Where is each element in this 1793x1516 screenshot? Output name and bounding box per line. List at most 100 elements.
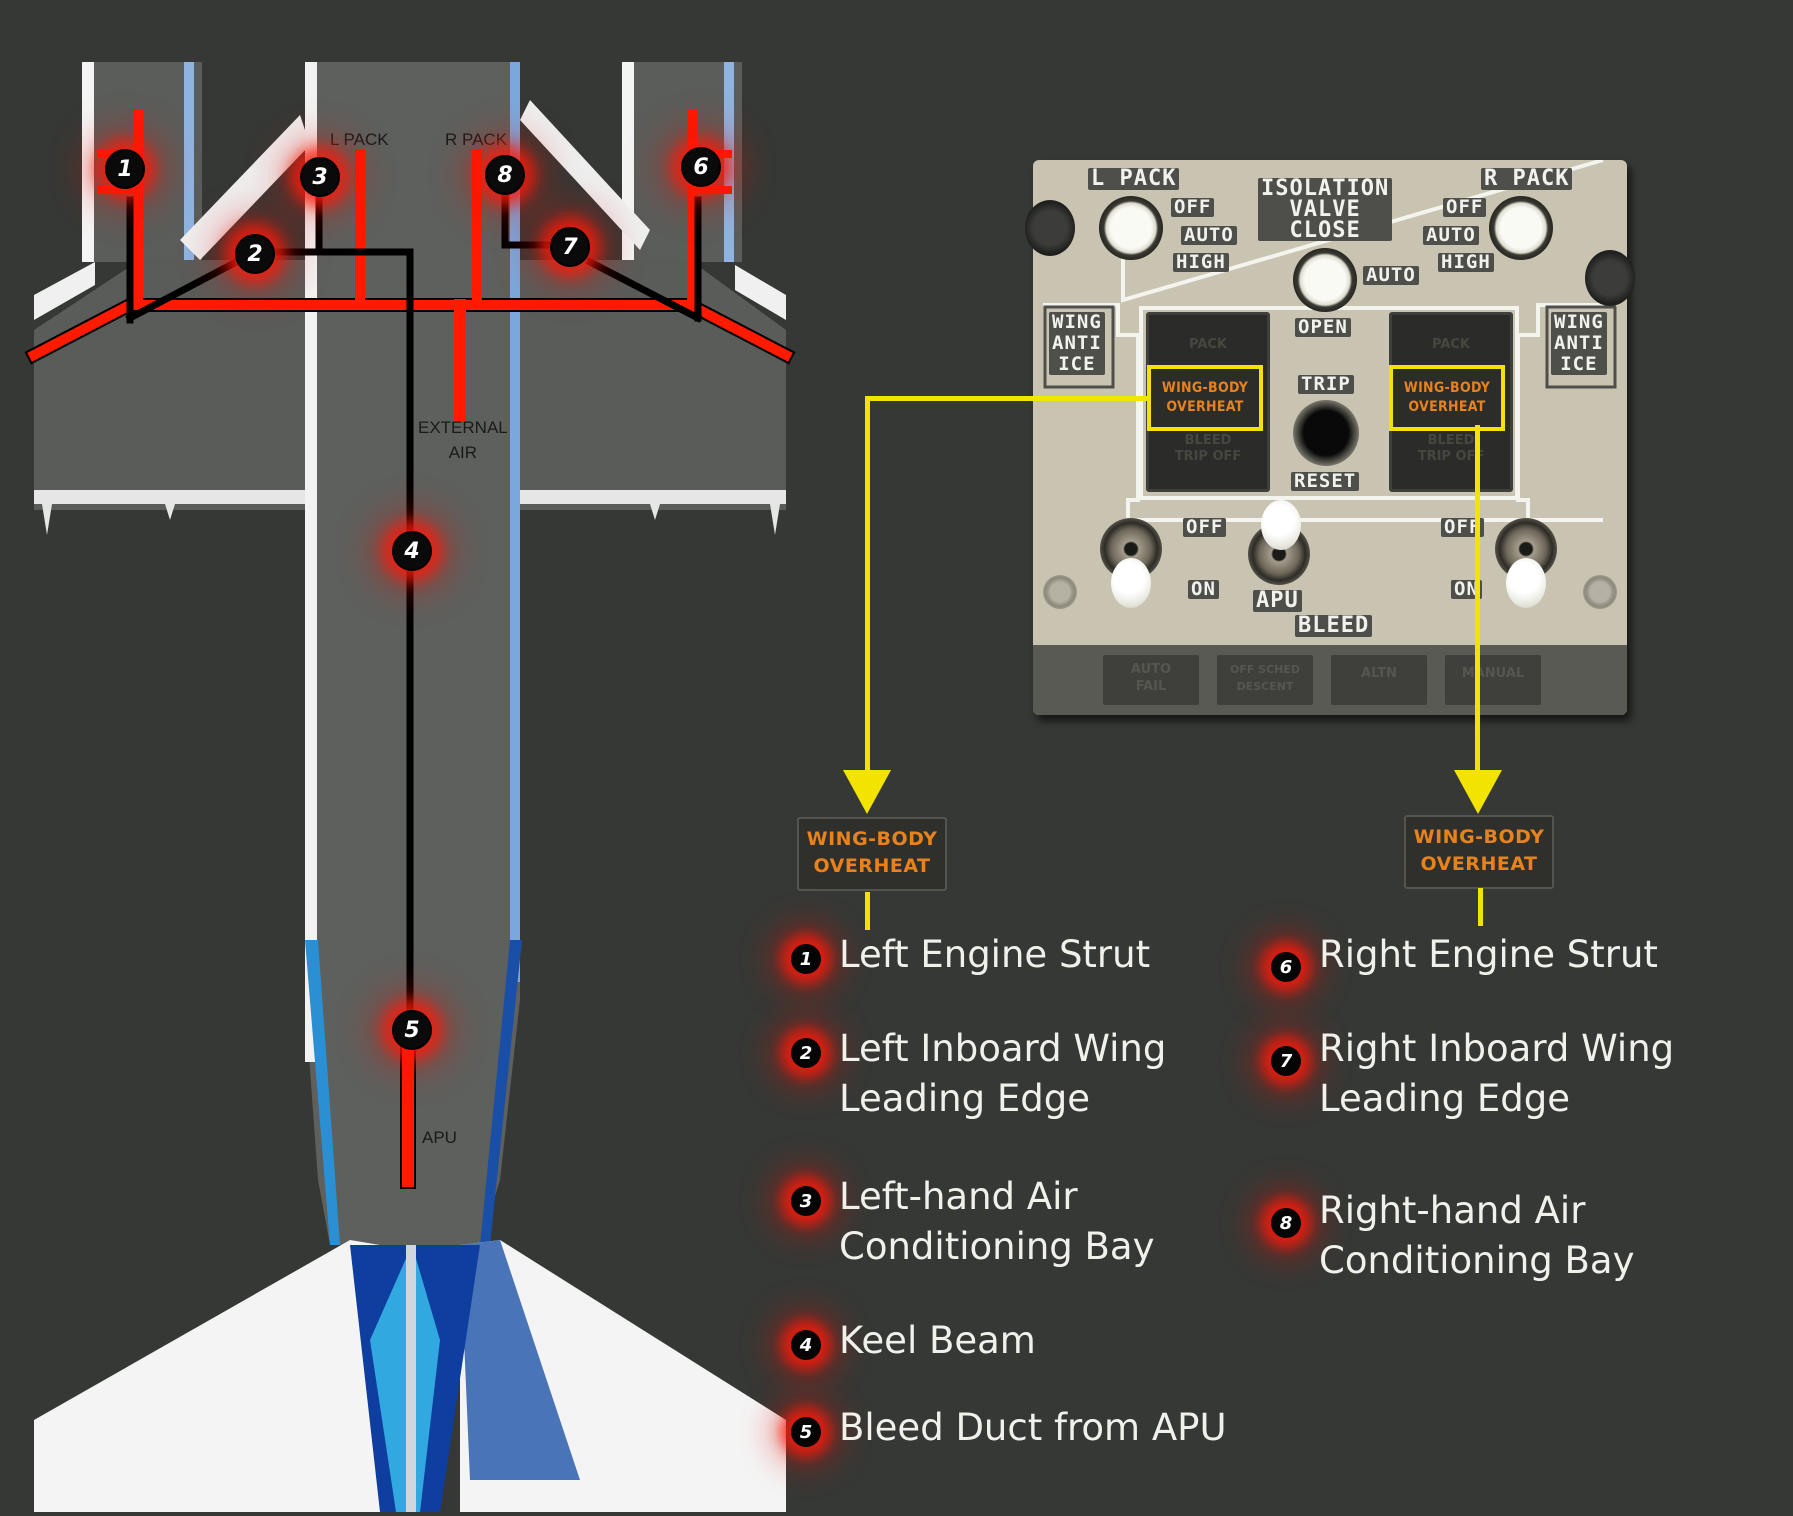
right-callout-line-vertical [1475, 425, 1480, 775]
zone-marker-3: 3 [300, 157, 340, 197]
isolation-open-label: OPEN [1295, 318, 1351, 337]
right-bleed-trip-off-light: BLEED TRIP OFF [1417, 433, 1485, 464]
legend-item-5: 5 Bleed Duct from APU [791, 1403, 1227, 1453]
legend-number-1: 1 [791, 944, 821, 974]
left-callout-line-horizontal [865, 396, 1147, 401]
left-wing-body-overheat-light: WING-BODY OVERHEAT [1147, 365, 1263, 431]
r-pack-duct-label: R PACK [445, 130, 508, 149]
r-pack-auto-label: AUTO [1423, 226, 1479, 245]
zone-marker-6: 6 [681, 147, 721, 187]
l-pack-duct-label: L PACK [330, 130, 389, 149]
legend-item-7: 7 Right Inboard Wing Leading Edge [1271, 1024, 1674, 1124]
r-pack-switch[interactable] [1489, 196, 1553, 260]
isolation-auto-label: AUTO [1363, 266, 1419, 285]
off-sched-descent-light: OFF SCHED DESCENT [1217, 655, 1313, 705]
panel-screw [1043, 575, 1077, 609]
legend-number-5: 5 [791, 1417, 821, 1447]
right-wing-anti-ice-label: WING ANTI ICE [1551, 312, 1607, 375]
legend-number-2: 2 [791, 1038, 821, 1068]
left-callout-arrow [843, 770, 891, 814]
panel-screw [1583, 575, 1617, 609]
bleed-duct-network [24, 109, 796, 1189]
r-pack-off-label: OFF [1443, 198, 1487, 217]
panel-outline-lines [1043, 160, 1617, 522]
external-air-label: EXTERNAL AIR [418, 418, 508, 462]
pressurization-annunciator-strip: AUTO FAIL OFF SCHED DESCENT ALTN MANUAL [1033, 645, 1627, 715]
apu-bleed-toggle[interactable] [1261, 500, 1301, 550]
left-warning-line2: OVERHEAT [813, 855, 931, 877]
apu-label: APU [1253, 590, 1302, 612]
left-wing-body-overheat-indicator: WING-BODY OVERHEAT [797, 817, 947, 891]
legend-number-7: 7 [1271, 1046, 1301, 1076]
legend-item-6: 6 Right Engine Strut [1271, 930, 1658, 982]
apu-duct-label: APU [422, 1128, 457, 1147]
panel-mount-knob [1025, 200, 1075, 256]
manual-light: MANUAL [1445, 655, 1541, 705]
zone-marker-4: 4 [392, 531, 432, 571]
right-warning-line1: WING-BODY [1413, 826, 1545, 848]
eng2-bleed-on-label: ON [1451, 580, 1482, 599]
legend-text-7: Right Inboard Wing Leading Edge [1319, 1027, 1675, 1120]
l-pack-auto-label: AUTO [1181, 226, 1237, 245]
right-warning-line2: OVERHEAT [1420, 853, 1538, 875]
trip-label: TRIP [1298, 375, 1354, 394]
legend-text-3: Left-hand Air Conditioning Bay [839, 1175, 1155, 1268]
legend-text-1: Left Engine Strut [839, 933, 1151, 976]
l-pack-off-label: OFF [1171, 198, 1215, 217]
right-indicator-connector [1478, 888, 1483, 926]
legend-text-5: Bleed Duct from APU [839, 1406, 1227, 1449]
auto-fail-light: AUTO FAIL [1103, 655, 1199, 705]
legend-text-2: Left Inboard Wing Leading Edge [839, 1027, 1167, 1120]
legend-item-2: 2 Left Inboard Wing Leading Edge [791, 1024, 1166, 1124]
legend-number-4: 4 [791, 1330, 821, 1360]
right-pack-light: PACK [1431, 337, 1470, 352]
trip-reset-button[interactable] [1293, 400, 1359, 466]
left-pack-light: PACK [1188, 337, 1227, 352]
left-bleed-trip-off-light: BLEED TRIP OFF [1174, 433, 1242, 464]
r-pack-label: R PACK [1481, 168, 1573, 190]
legend-item-4: 4 Keel Beam [791, 1316, 1036, 1366]
zone-marker-5: 5 [392, 1010, 432, 1050]
left-stabilizer [34, 1240, 380, 1512]
legend-number-3: 3 [791, 1186, 821, 1216]
eng1-bleed-off-label: OFF [1183, 518, 1227, 537]
right-wing-body-overheat-indicator: WING-BODY OVERHEAT [1404, 815, 1554, 889]
legend-text-8: Right-hand Air Conditioning Bay [1319, 1189, 1635, 1282]
panel-mount-knob [1585, 250, 1635, 306]
isolation-valve-switch[interactable] [1293, 248, 1357, 312]
altn-light: ALTN [1331, 655, 1427, 705]
engine-2-bleed-toggle[interactable] [1506, 558, 1546, 608]
engine-1-bleed-toggle[interactable] [1111, 558, 1151, 608]
zone-marker-1: 1 [105, 149, 145, 189]
aircraft-diagram: L PACK R PACK EXTERNAL AIR APU 1 2 3 4 5… [0, 0, 800, 1512]
legend-number-8: 8 [1271, 1208, 1301, 1238]
wbo-line1: WING-BODY [1403, 380, 1491, 396]
l-pack-high-label: HIGH [1173, 253, 1229, 272]
left-warning-line1: WING-BODY [806, 828, 938, 850]
legend-number-6: 6 [1271, 952, 1301, 982]
aircraft-silhouette [24, 62, 796, 1512]
bleed-label: BLEED [1295, 615, 1373, 637]
r-pack-high-label: HIGH [1438, 253, 1494, 272]
wbo-line2: OVERHEAT [1408, 399, 1486, 415]
bleed-air-panel: L PACK R PACK ISOLATION VALVE CLOSE OFF … [1025, 160, 1635, 715]
zone-marker-2: 2 [235, 234, 275, 274]
left-indicator-connector [865, 892, 870, 930]
wbo-line1: WING-BODY [1161, 380, 1249, 396]
l-pack-switch[interactable] [1099, 196, 1163, 260]
legend-item-1: 1 Left Engine Strut [791, 930, 1150, 980]
right-callout-arrow [1454, 770, 1502, 814]
wbo-line2: OVERHEAT [1166, 399, 1244, 415]
legend-item-3: 3 Left-hand Air Conditioning Bay [791, 1172, 1155, 1272]
legend-text-4: Keel Beam [839, 1319, 1036, 1362]
eng1-bleed-on-label: ON [1188, 580, 1219, 599]
l-pack-label: L PACK [1088, 168, 1180, 190]
isolation-valve-label: ISOLATION VALVE CLOSE [1258, 178, 1393, 242]
reset-label: RESET [1291, 472, 1360, 491]
left-callout-line-vertical [865, 396, 870, 774]
legend-item-8: 8 Right-hand Air Conditioning Bay [1271, 1186, 1635, 1286]
zone-marker-8: 8 [485, 155, 525, 195]
eng2-bleed-off-label: OFF [1441, 518, 1485, 537]
zone-marker-7: 7 [550, 227, 590, 267]
left-wing-anti-ice-label: WING ANTI ICE [1049, 312, 1105, 375]
